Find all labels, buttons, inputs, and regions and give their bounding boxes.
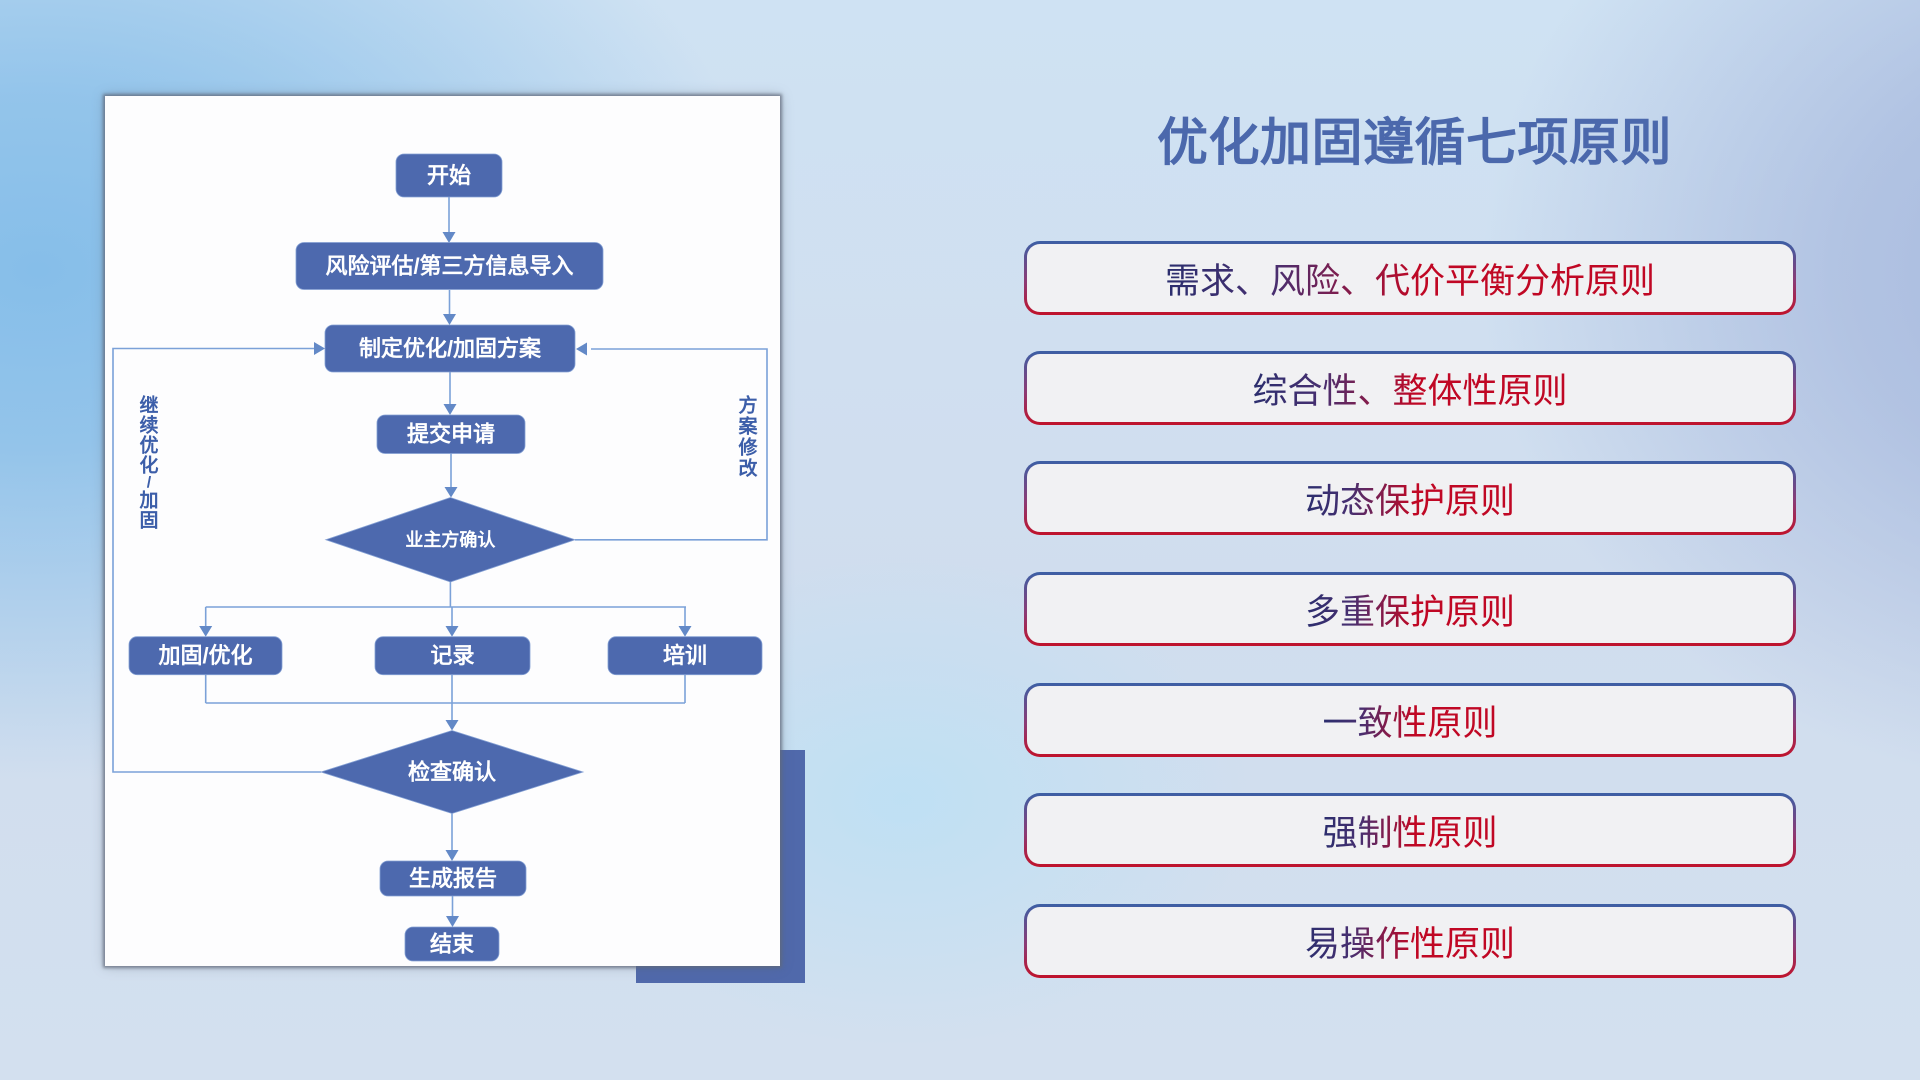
svg-text:培训: 培训 [663, 643, 707, 668]
svg-text:继: 继 [139, 394, 158, 417]
svg-text:案: 案 [737, 415, 758, 438]
svg-text:提交申请: 提交申请 [407, 422, 495, 447]
svg-text:/: / [147, 475, 152, 492]
svg-text:化: 化 [139, 454, 158, 477]
svg-text:开始: 开始 [427, 163, 471, 188]
svg-text:检查确认: 检查确认 [408, 760, 496, 785]
svg-text:改: 改 [738, 457, 758, 480]
svg-text:制定优化/加固方案: 制定优化/加固方案 [359, 336, 542, 361]
svg-text:续: 续 [139, 414, 158, 437]
svg-text:优: 优 [139, 434, 158, 457]
svg-text:风险评估/第三方信息导入: 风险评估/第三方信息导入 [325, 254, 573, 279]
svg-text:加: 加 [138, 490, 158, 512]
svg-text:固: 固 [139, 510, 158, 532]
svg-text:方: 方 [738, 394, 757, 417]
svg-text:修: 修 [737, 436, 758, 459]
svg-text:结束: 结束 [430, 932, 475, 957]
svg-text:记录: 记录 [430, 643, 474, 668]
svg-text:生成报告: 生成报告 [409, 866, 497, 891]
svg-text:加固/优化: 加固/优化 [157, 643, 252, 668]
svg-text:业主方确认: 业主方确认 [405, 529, 496, 550]
